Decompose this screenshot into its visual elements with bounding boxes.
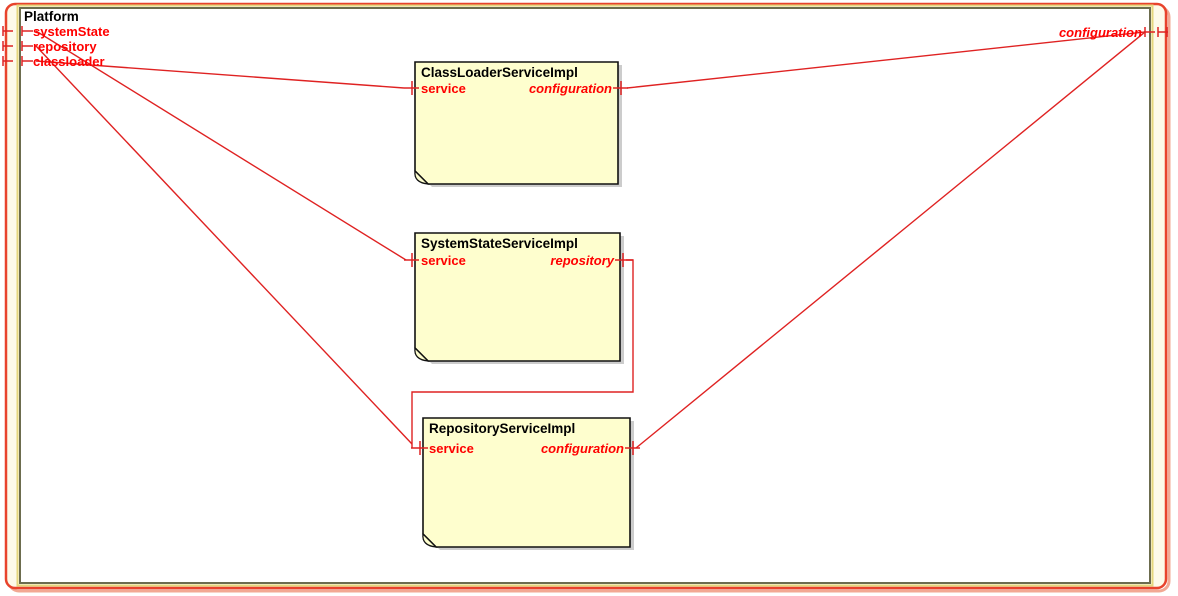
component-title: ClassLoaderServiceImpl: [421, 65, 578, 80]
connection-systemstate-to-systemstateservice: [35, 30, 407, 261]
port-marker-configuration: [625, 441, 640, 455]
connection-repository-to-repositoryservice: [35, 45, 413, 445]
component-corner-fold: [414, 346, 430, 362]
port-label-configuration: configuration: [541, 441, 624, 456]
port-label-configuration: configuration: [529, 81, 612, 96]
port-marker-repository: [615, 253, 633, 267]
connection-classloader-to-classloaderservice: [35, 60, 405, 89]
component-corner-fold: [422, 532, 438, 548]
frame-port-label-configuration: configuration: [1059, 25, 1142, 40]
component-repositoryserviceimpl: RepositoryServiceImpl service configurat…: [411, 417, 640, 550]
component-body: [414, 61, 619, 185]
component-systemstateserviceimpl: SystemStateServiceImpl service repositor…: [404, 232, 633, 364]
frame-port-label-repository: repository: [33, 39, 97, 54]
port-marker-configuration: [613, 81, 628, 95]
component-body: [422, 417, 631, 548]
port-label-repository: repository: [550, 253, 614, 268]
frame-port-label-systemstate: systemState: [33, 24, 110, 39]
frame-port-marker-systemstate: [2, 26, 33, 36]
port-marker-service: [404, 81, 419, 95]
connection-classloaderconfig-to-configuration: [626, 31, 1146, 89]
port-label-service: service: [421, 81, 466, 96]
frame-port-label-classloader: classloader: [33, 54, 105, 69]
component-corner-fold: [414, 169, 430, 185]
frame-port-marker-repository: [2, 41, 33, 51]
component-classloaderserviceimpl: ClassLoaderServiceImpl service configura…: [404, 61, 628, 187]
port-marker-service: [404, 253, 419, 267]
component-title: RepositoryServiceImpl: [429, 421, 575, 436]
platform-title: Platform: [24, 9, 79, 24]
port-label-service: service: [421, 253, 466, 268]
component-title: SystemStateServiceImpl: [421, 236, 578, 251]
port-marker-service: [411, 441, 428, 455]
port-label-service: service: [429, 441, 474, 456]
frame-port-marker-classloader: [2, 56, 33, 66]
component-body: [414, 232, 621, 362]
frame-port-marker-configuration: [1144, 27, 1168, 37]
platform-border-highlight: [16, 4, 1154, 587]
connection-repositoryconfig-to-configuration: [635, 31, 1146, 449]
